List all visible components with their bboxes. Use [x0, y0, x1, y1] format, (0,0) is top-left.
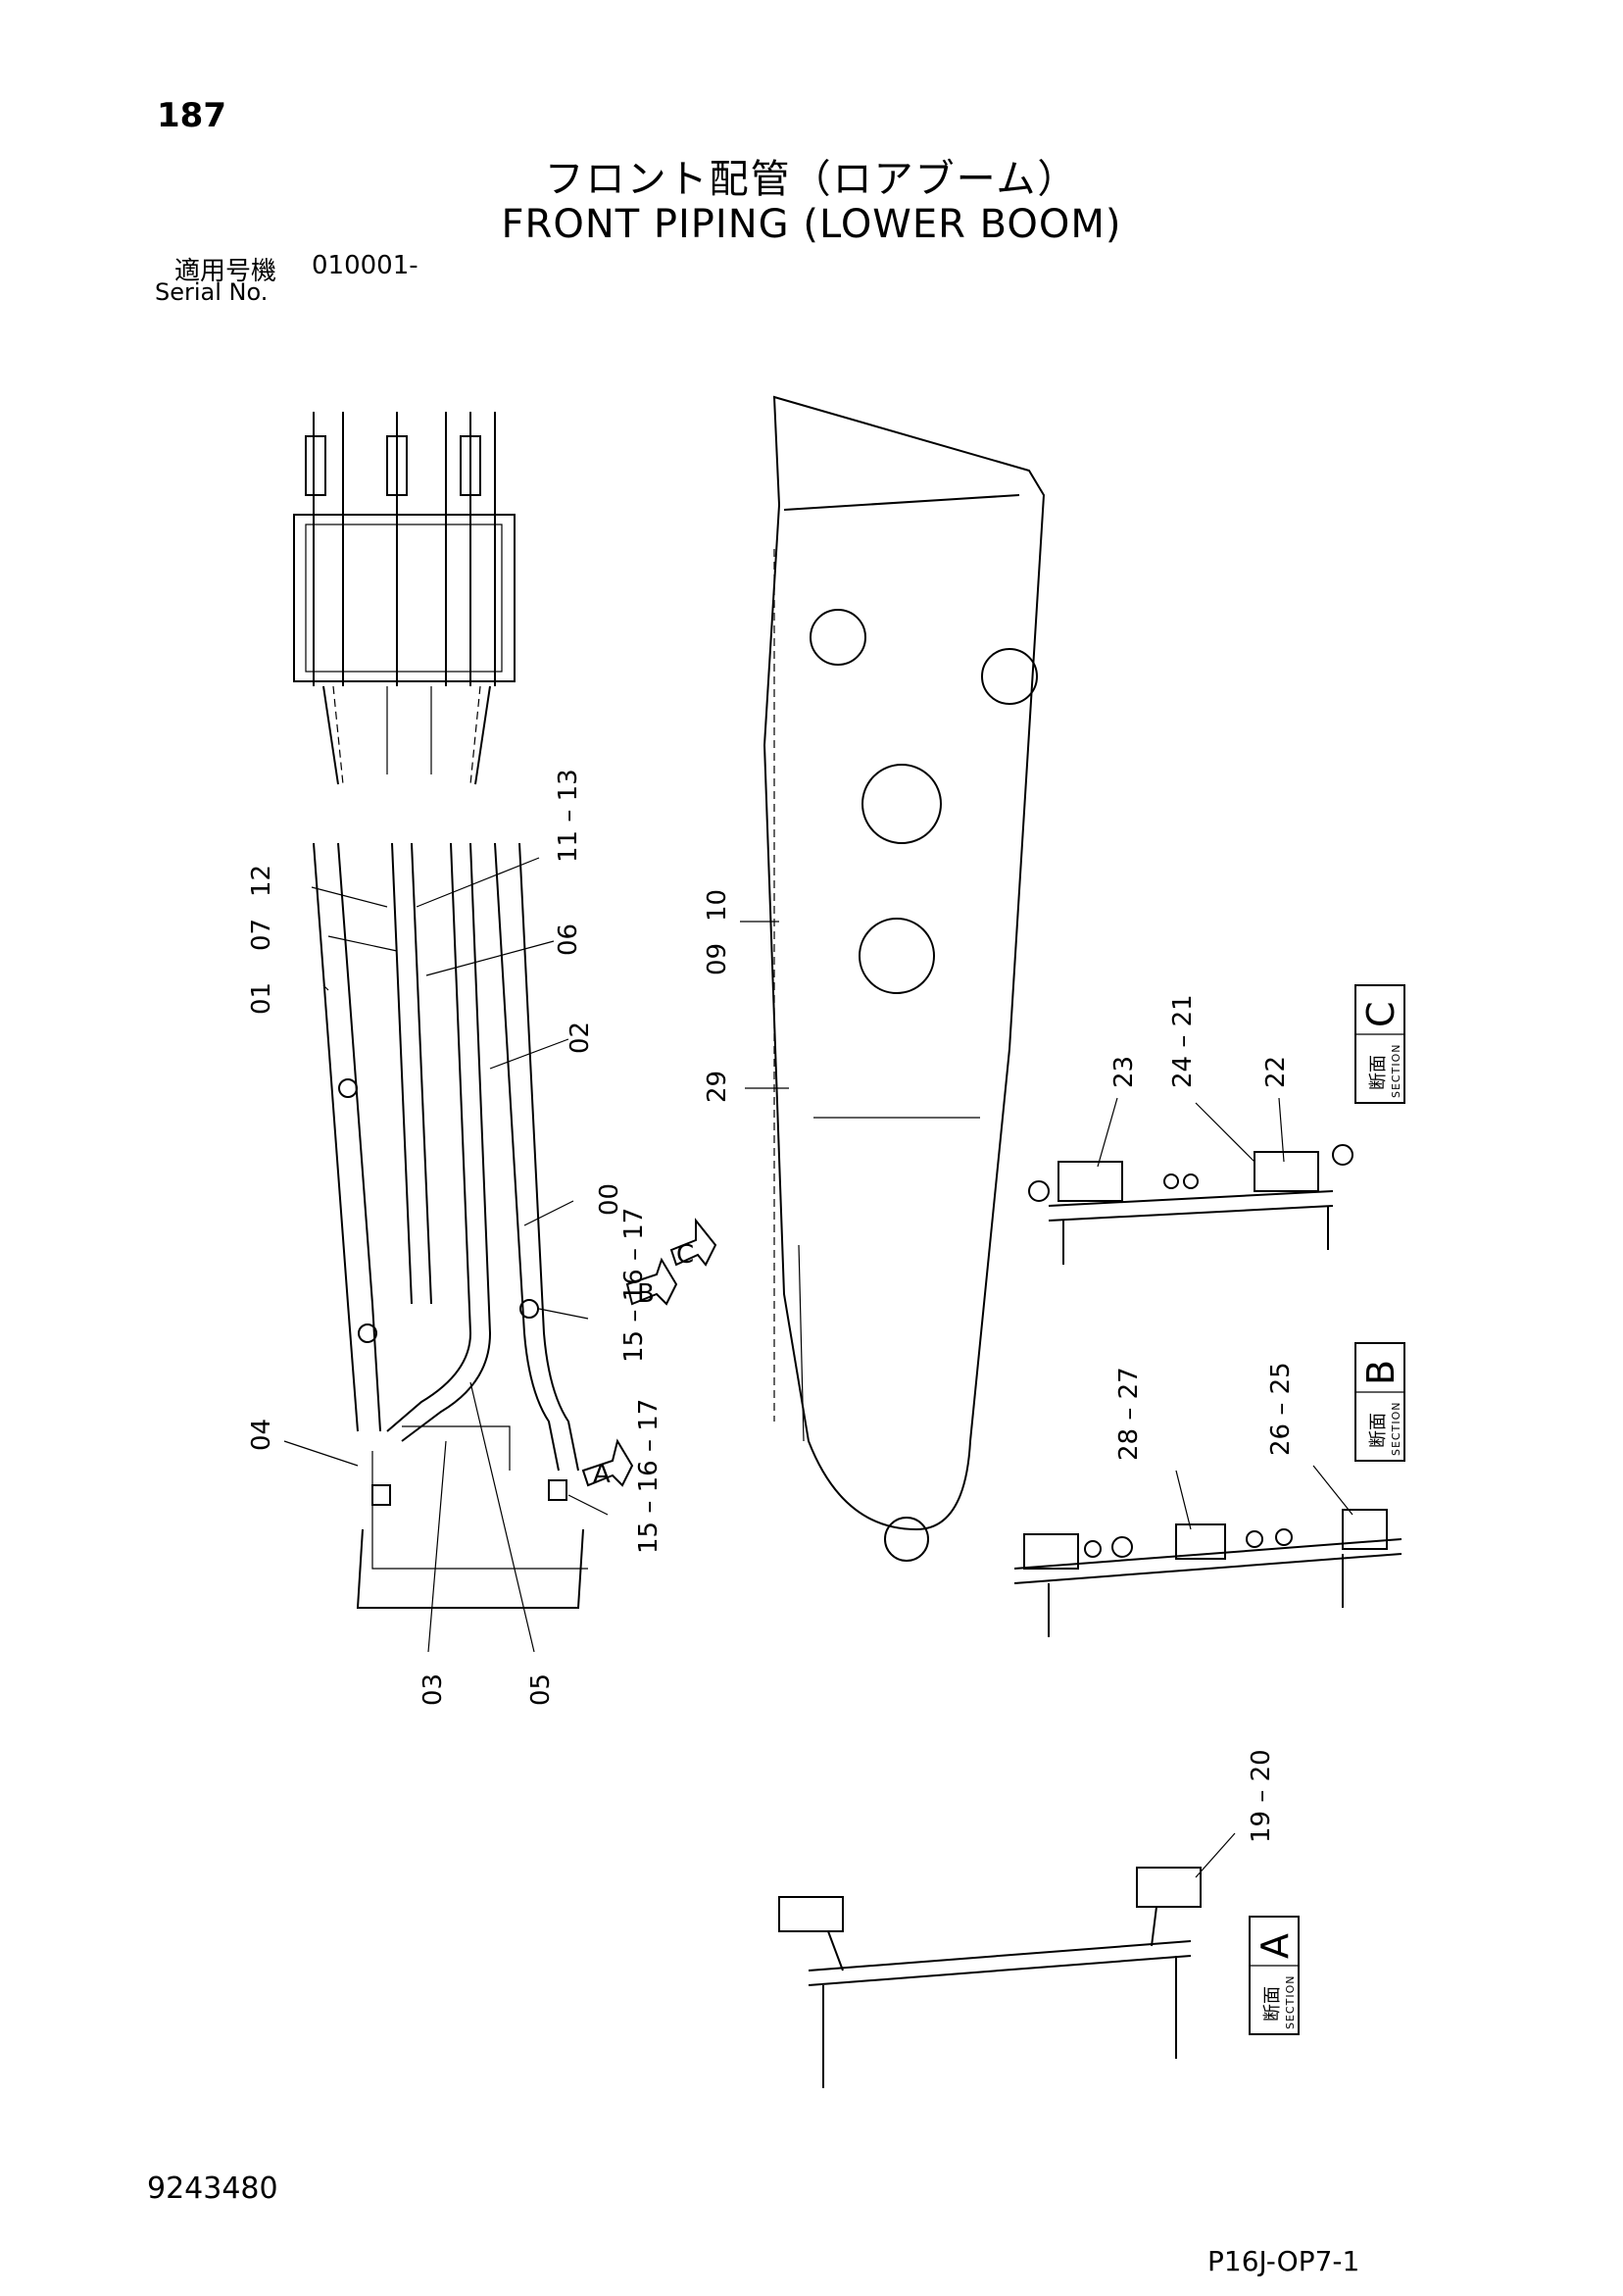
callout-labels: 01 07 12 11 – 13 06 02 00 15 – 16 – 17 0… [247, 769, 1296, 1843]
boom-side-view [762, 395, 1046, 1562]
callout-04: 04 [247, 1419, 276, 1451]
page-number: 187 [157, 96, 226, 135]
callout-02: 02 [566, 1022, 595, 1054]
section-b-detail [1013, 1509, 1402, 1637]
callout-11-13: 11 – 13 [554, 769, 583, 863]
view-arrow-a-label: A [593, 1460, 611, 1489]
callout-15-17-upper: 15 – 16 – 17 [619, 1208, 649, 1363]
section-label-a: A 断面 SECTION [1249, 1916, 1300, 2035]
serial-value: 010001- [312, 251, 418, 280]
callout-19-20: 19 – 20 [1247, 1749, 1276, 1843]
section-a-detail [778, 1867, 1202, 2088]
section-letter-a: A [1254, 1933, 1297, 1959]
callout-28-27: 28 – 27 [1114, 1367, 1144, 1461]
callout-06: 06 [554, 923, 583, 956]
title-japanese: フロント配管（ロアブーム） [544, 157, 1079, 202]
serial-label-japanese: 適用号機 [174, 257, 277, 286]
callout-22: 22 [1261, 1056, 1291, 1088]
callout-15-17-lower: 15 – 16 – 17 [634, 1399, 664, 1554]
callout-24-21: 24 – 21 [1168, 994, 1198, 1088]
callout-07: 07 [247, 919, 276, 951]
callout-23: 23 [1109, 1056, 1139, 1088]
view-arrow-a: A [581, 1438, 634, 1489]
callout-12: 12 [247, 865, 276, 897]
section-label-b: B 断面 SECTION [1354, 1342, 1405, 1462]
view-arrow-c-label: C [676, 1240, 694, 1270]
callout-09: 09 [703, 943, 732, 975]
view-arrow-b: B [625, 1257, 678, 1309]
serial-label-english: Serial No. [155, 278, 269, 306]
section-jp-c: 断面 [1368, 1055, 1389, 1090]
callout-10: 10 [703, 889, 732, 922]
callout-05: 05 [526, 1673, 556, 1706]
callout-00: 00 [595, 1183, 624, 1216]
view-arrow-b-label: B [637, 1279, 655, 1309]
view-arrow-c: C [669, 1218, 717, 1270]
section-jp-a: 断面 [1262, 1986, 1283, 2021]
section-letter-c: C [1359, 1001, 1402, 1027]
page-code: P16J-OP7-1 [1207, 2245, 1360, 2277]
hose-run-main [313, 842, 588, 1609]
callout-29: 29 [703, 1071, 732, 1103]
title-english: FRONT PIPING (LOWER BOOM) [501, 202, 1122, 247]
boom-foot-top-view [293, 412, 516, 785]
document-number: 9243480 [147, 2171, 278, 2206]
section-letter-b: B [1359, 1360, 1402, 1385]
section-word-b: SECTION [1390, 1402, 1402, 1456]
section-word-c: SECTION [1390, 1044, 1402, 1098]
callout-26-25: 26 – 25 [1266, 1362, 1296, 1456]
section-label-c: C 断面 SECTION [1354, 984, 1405, 1104]
leader-lines [283, 857, 1353, 1878]
section-c-detail [1028, 1144, 1353, 1265]
section-word-a: SECTION [1284, 1975, 1297, 2029]
section-jp-b: 断面 [1368, 1413, 1389, 1448]
callout-03: 03 [418, 1673, 448, 1706]
callout-01: 01 [247, 982, 276, 1015]
